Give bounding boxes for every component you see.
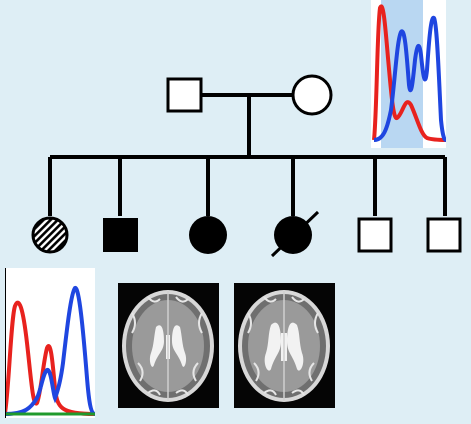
brain-mri-left-image [118,283,219,408]
brain-mri-right-image [234,283,335,408]
mother-symbol [291,74,333,116]
deceased-slash [270,210,320,258]
chromatogram-top-icon [371,0,446,148]
child-6-unaffected-male [426,217,462,253]
child-1-hatched-female [31,216,69,254]
chromatogram-bottom-icon [5,268,95,418]
child-5-unaffected-male [357,217,393,253]
child-2-affected-male [103,218,138,252]
father-symbol [166,77,203,113]
child-3-affected-female [189,216,227,254]
